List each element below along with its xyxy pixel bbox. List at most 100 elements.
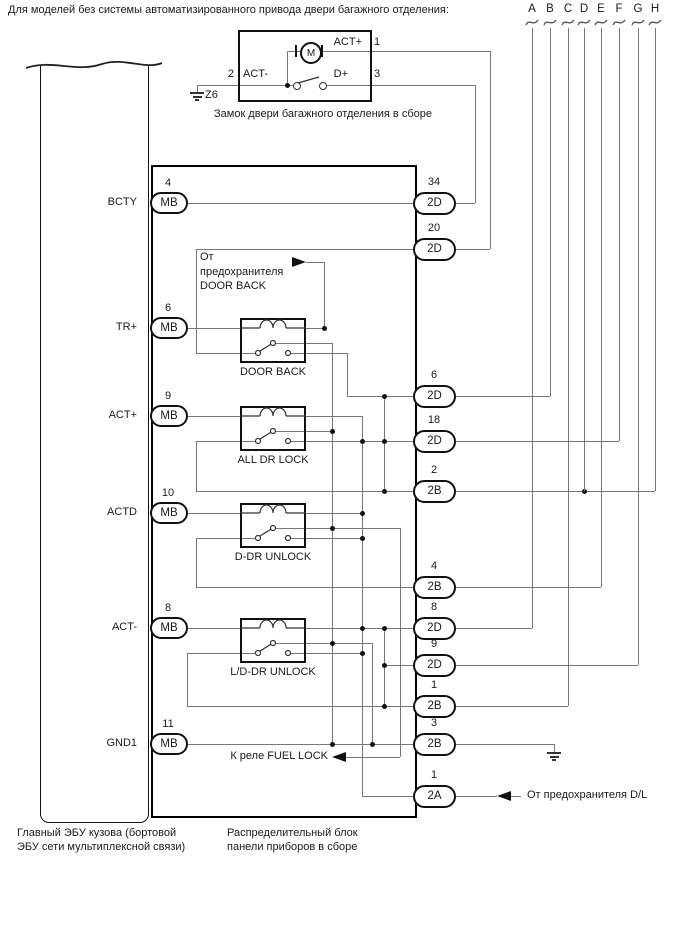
relay-internals-icon: [240, 619, 306, 657]
connector-oval-2B-4: 2B: [413, 575, 456, 599]
pin-number-label: 10: [161, 487, 175, 499]
motor-bracket-right-icon: [321, 45, 323, 57]
signal-label: BCTY: [107, 196, 137, 208]
signal-label: ACT+: [108, 409, 137, 421]
wire-segment: [188, 628, 240, 629]
lock-switch-lever-icon: [297, 76, 320, 84]
wire-segment: [196, 538, 197, 587]
wire-segment: [332, 343, 333, 744]
wire-segment: [188, 744, 413, 745]
relay-box: [240, 503, 306, 548]
connector-oval-2D-34: 2D: [413, 191, 456, 215]
wire-segment: [187, 653, 255, 654]
ground-icon: [190, 92, 204, 94]
ecu-caption-line1: Главный ЭБУ кузова (бортовой: [17, 827, 177, 839]
motor-icon: M: [300, 42, 322, 64]
body-ecu-box: [40, 66, 149, 823]
pin-number-label: 4: [164, 177, 172, 189]
pin-number-label: 11: [162, 718, 174, 730]
wire-segment: [196, 353, 255, 354]
ecu-torn-edge: [25, 60, 163, 69]
connector-oval-MB-6: MB: [150, 317, 188, 339]
wire-segment: [554, 744, 555, 752]
bus-letter-label: A: [528, 3, 536, 15]
bus-wire-segment: [655, 28, 656, 491]
lock-d-plus-label: D+: [333, 68, 348, 80]
signal-label: ACTD: [107, 506, 137, 518]
wire-segment: [188, 203, 413, 204]
junction-dot-icon: [330, 429, 335, 434]
pin-number-label: 1: [430, 679, 438, 691]
bus-letter-label: F: [615, 3, 623, 15]
bus-wire-segment: [584, 28, 585, 491]
wire-segment: [347, 353, 348, 396]
relay-caption: D-DR UNLOCK: [234, 551, 312, 563]
bus-wire-segment: [568, 28, 569, 706]
wire-segment: [187, 653, 188, 706]
wire-segment: [362, 796, 413, 797]
wire-segment: [287, 51, 288, 85]
flow-arrow-icon: [497, 791, 511, 801]
wire-segment: [456, 665, 638, 666]
junction-dot-icon: [360, 536, 365, 541]
bus-wire-segment: [619, 28, 620, 441]
wire-segment: [400, 528, 401, 757]
junction-dot-icon: [285, 83, 290, 88]
connector-oval-2B-2: 2B: [413, 479, 456, 503]
junction-dot-icon: [322, 326, 327, 331]
pin-number-label: 2: [430, 464, 438, 476]
wire-segment: [196, 441, 255, 442]
pin-number-label: 9: [430, 638, 438, 650]
pin-number-label: 34: [427, 176, 441, 188]
wire-segment: [456, 396, 550, 397]
junction-dot-icon: [382, 439, 387, 444]
connector-oval-2A-1: 2A: [413, 784, 456, 808]
junction-dot-icon: [330, 641, 335, 646]
ground-icon: [549, 755, 559, 758]
ground-icon: [552, 759, 556, 761]
wire-segment: [456, 744, 554, 745]
bus-letter-label: D: [579, 3, 589, 15]
connector-oval-2D-18: 2D: [413, 429, 456, 453]
junction-dot-icon: [360, 626, 365, 631]
lock-pin2: 2: [227, 68, 234, 80]
signal-label: GND1: [106, 737, 137, 749]
ground-icon: [547, 752, 561, 754]
wire-segment: [196, 587, 413, 588]
junction-dot-icon: [360, 651, 365, 656]
flow-arrow-icon: [292, 257, 306, 267]
wire-segment: [346, 757, 400, 758]
wire-segment: [306, 628, 413, 629]
lock-switch-contact-icon: [319, 82, 327, 90]
wire-segment: [456, 249, 490, 250]
wire-segment: [456, 796, 497, 797]
connector-oval-MB-8: MB: [150, 617, 188, 639]
lock-assembly-box: [238, 30, 372, 102]
junction-caption-line2: панели приборов в сборе: [227, 841, 358, 853]
relay-internals-icon: [240, 407, 306, 445]
wire-segment: [238, 85, 293, 86]
bus-letter-label: E: [597, 3, 605, 15]
motor-bracket-left-icon: [295, 45, 297, 57]
ground-icon: [192, 95, 202, 98]
wire-segment: [456, 628, 532, 629]
wire-segment: [384, 665, 413, 666]
relay-internals-icon: [240, 504, 306, 542]
wire-segment: [475, 85, 476, 203]
wire-segment: [362, 416, 363, 796]
wire-segment: [196, 249, 413, 250]
connector-oval-MB-4: MB: [150, 192, 188, 214]
wire-segment: [197, 85, 198, 92]
fuse-door-back-note: От предохранителя DOOR BACK: [200, 251, 284, 292]
bus-letter-label: H: [650, 3, 660, 15]
header-note: Для моделей без системы автоматизированн…: [8, 4, 449, 16]
wire-segment: [456, 587, 601, 588]
bus-wire-segment: [532, 28, 533, 628]
wire-segment: [306, 262, 324, 263]
pin-number-label: 6: [430, 369, 438, 381]
wire-break-squiggle-icon: [612, 19, 626, 26]
junction-dot-icon: [382, 704, 387, 709]
pin-number-label: 8: [430, 601, 438, 613]
relay-box: [240, 318, 306, 363]
wire-break-squiggle-icon: [577, 19, 591, 26]
